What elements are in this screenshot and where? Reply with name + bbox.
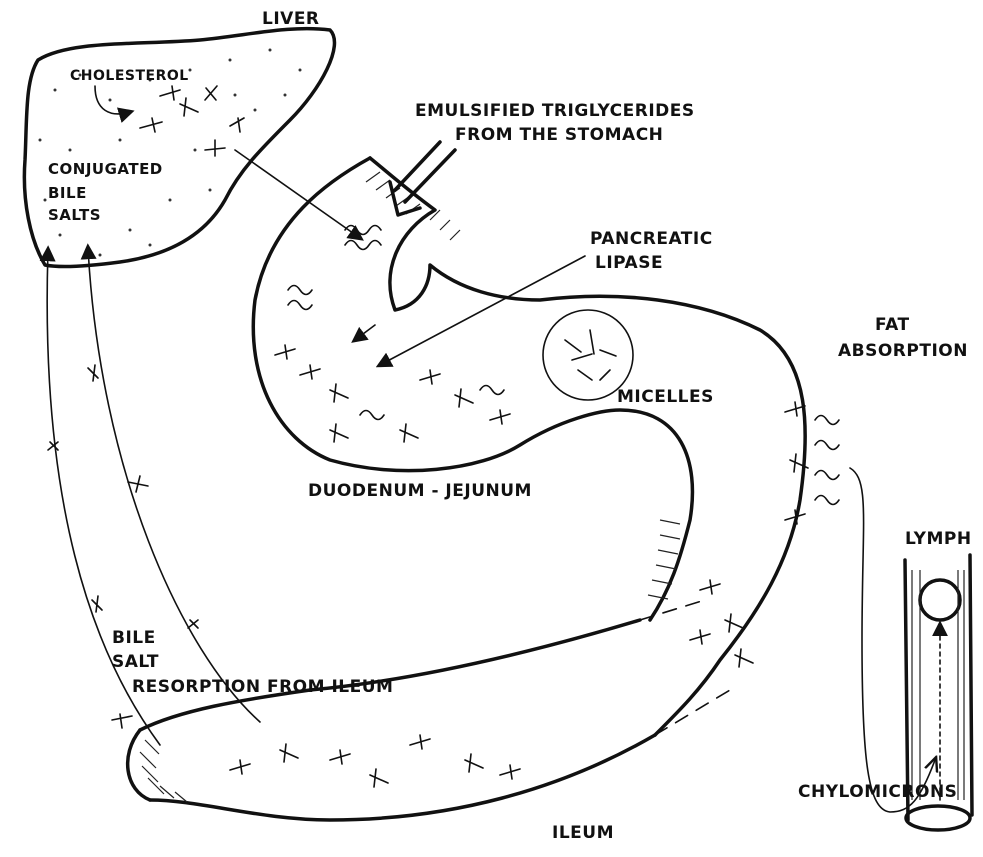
lumen-molecules — [230, 345, 808, 787]
chylomicron-path — [850, 468, 935, 812]
liver-to-duodenum-arrow — [235, 150, 360, 238]
cholesterol-molecules — [140, 86, 244, 156]
label-bile-3: RESORPTION FROM ILEUM — [132, 677, 393, 697]
label-lymph: LYMPH — [905, 529, 972, 549]
label-conjugated-2: BILE — [48, 184, 87, 202]
label-duodenum: DUODENUM - JEJUNUM — [308, 481, 532, 501]
micelle-contents — [565, 330, 616, 380]
label-fat-2: ABSORPTION — [838, 341, 968, 361]
label-lipase-2: LIPASE — [595, 253, 663, 273]
label-cholesterol: CHOLESTEROL — [70, 68, 189, 84]
label-emulsified-2: FROM THE STOMACH — [455, 125, 663, 145]
duct-arrow — [355, 325, 375, 340]
label-bile-1: BILE — [112, 628, 156, 648]
label-micelles: MICELLES — [617, 387, 714, 407]
recirculation-molecules — [48, 365, 198, 728]
label-fat-1: FAT — [875, 315, 910, 335]
label-liver: LIVER — [262, 9, 320, 29]
label-lipase-1: PANCREATIC — [590, 229, 713, 249]
liver-organ — [24, 29, 334, 267]
label-conjugated-3: SALTS — [48, 206, 101, 224]
label-conjugated-1: CONJUGATED — [48, 160, 163, 178]
recirculation-arrow-inner — [88, 248, 260, 722]
label-chylomicrons: CHYLOMICRONS — [798, 782, 957, 802]
label-bile-2: SALT — [112, 652, 159, 672]
label-ileum: ILEUM — [552, 823, 614, 843]
label-emulsified-1: EMULSIFIED TRIGLYCERIDES — [415, 101, 695, 121]
lipase-arrow — [380, 256, 585, 365]
